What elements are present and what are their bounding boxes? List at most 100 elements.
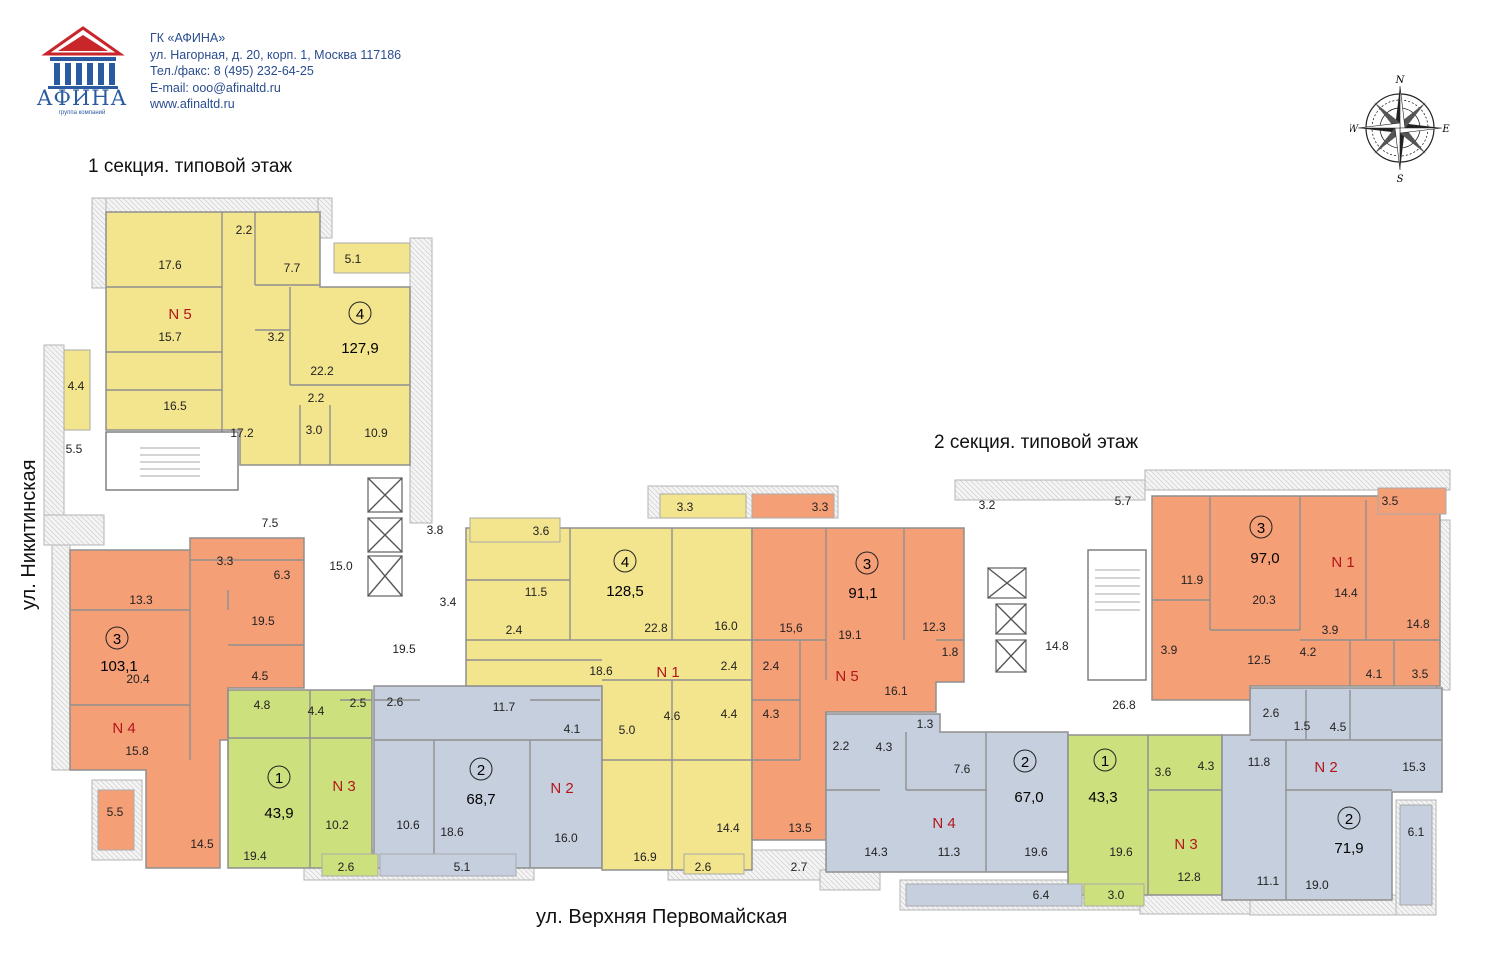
section1-title: 1 секция. типовой этаж bbox=[88, 156, 293, 177]
svg-text:19.1: 19.1 bbox=[838, 628, 862, 642]
svg-text:14.5: 14.5 bbox=[190, 837, 214, 851]
svg-text:127,9: 127,9 bbox=[341, 340, 379, 357]
svg-text:2.2: 2.2 bbox=[236, 223, 253, 237]
svg-text:19.6: 19.6 bbox=[1024, 845, 1048, 859]
svg-text:3.2: 3.2 bbox=[979, 498, 996, 512]
svg-text:10.9: 10.9 bbox=[364, 426, 388, 440]
apt-label-s2-n5: 3 91,1 N 5 bbox=[835, 551, 879, 685]
svg-text:12.5: 12.5 bbox=[1247, 653, 1271, 667]
svg-text:4.3: 4.3 bbox=[876, 740, 893, 754]
svg-text:5.5: 5.5 bbox=[66, 442, 83, 456]
svg-text:3.0: 3.0 bbox=[1108, 888, 1125, 902]
svg-text:5.1: 5.1 bbox=[345, 252, 362, 266]
svg-text:5.7: 5.7 bbox=[1115, 494, 1132, 508]
svg-text:3.9: 3.9 bbox=[1161, 643, 1178, 657]
svg-text:14.4: 14.4 bbox=[716, 821, 740, 835]
logo-wordmark: АФИНА bbox=[36, 86, 128, 110]
svg-text:2: 2 bbox=[1021, 754, 1029, 771]
svg-text:2: 2 bbox=[477, 762, 485, 779]
svg-text:11.3: 11.3 bbox=[938, 845, 961, 859]
svg-text:N 4: N 4 bbox=[112, 720, 135, 737]
compass-north: N bbox=[1395, 75, 1406, 86]
apt-s2-n5 bbox=[751, 527, 965, 841]
svg-text:4.4: 4.4 bbox=[308, 704, 325, 718]
svg-text:1.3: 1.3 bbox=[917, 717, 934, 731]
svg-text:3.6: 3.6 bbox=[533, 524, 550, 538]
svg-text:6.1: 6.1 bbox=[1408, 825, 1425, 839]
apt-label-s2-n1: 3 97,0 N 1 bbox=[1249, 515, 1355, 571]
svg-text:2.6: 2.6 bbox=[338, 860, 355, 874]
svg-text:N 5: N 5 bbox=[835, 668, 858, 685]
building-core bbox=[105, 431, 1147, 681]
svg-text:1: 1 bbox=[275, 770, 283, 787]
section2-title: 2 секция. типовой этаж bbox=[934, 432, 1139, 453]
company-phone: Тел./факс: 8 (495) 232-64-25 bbox=[150, 64, 314, 78]
svg-text:17.6: 17.6 bbox=[158, 258, 182, 272]
svg-text:3: 3 bbox=[863, 556, 871, 573]
svg-text:12.3: 12.3 bbox=[922, 620, 946, 634]
svg-text:4.3: 4.3 bbox=[1198, 759, 1215, 773]
svg-text:43,3: 43,3 bbox=[1088, 789, 1117, 806]
compass-rose-icon: N S E W bbox=[1350, 75, 1450, 184]
svg-text:71,9: 71,9 bbox=[1334, 840, 1363, 857]
street-bottom-label: ул. Верхняя Первомайская bbox=[536, 906, 788, 928]
apt-label-s1-n5: 4 127,9 N 5 bbox=[168, 301, 379, 357]
svg-text:10.6: 10.6 bbox=[396, 818, 420, 832]
svg-text:14.3: 14.3 bbox=[864, 845, 888, 859]
apt-label-s2-n2: 2 71,9 N 2 bbox=[1314, 759, 1363, 857]
company-email[interactable]: E-mail: ooo@afinaltd.ru bbox=[150, 80, 281, 95]
stairwell-s1 bbox=[105, 431, 239, 491]
compass-west: W bbox=[1350, 124, 1359, 135]
svg-text:10.2: 10.2 bbox=[325, 818, 349, 832]
svg-text:6.3: 6.3 bbox=[274, 568, 291, 582]
svg-text:16.0: 16.0 bbox=[714, 619, 738, 633]
svg-text:19.0: 19.0 bbox=[1305, 878, 1329, 892]
svg-text:2.6: 2.6 bbox=[1263, 706, 1280, 720]
svg-text:4: 4 bbox=[356, 306, 364, 323]
company-logo bbox=[41, 26, 125, 89]
svg-text:5.5: 5.5 bbox=[107, 805, 124, 819]
compass-south: S bbox=[1397, 174, 1404, 184]
svg-text:7.6: 7.6 bbox=[954, 762, 971, 776]
svg-text:15.0: 15.0 bbox=[329, 559, 353, 573]
svg-text:11.8: 11.8 bbox=[1248, 755, 1271, 769]
apt-s2-n2 bbox=[1221, 687, 1443, 901]
svg-text:7.7: 7.7 bbox=[284, 261, 301, 275]
svg-text:N 2: N 2 bbox=[550, 780, 573, 797]
apt-s2-n4 bbox=[825, 713, 1069, 873]
svg-text:11.1: 11.1 bbox=[1257, 874, 1280, 888]
svg-text:19.4: 19.4 bbox=[243, 849, 267, 863]
svg-text:2.2: 2.2 bbox=[308, 391, 325, 405]
svg-text:2.5: 2.5 bbox=[350, 696, 367, 710]
svg-text:128,5: 128,5 bbox=[606, 583, 644, 600]
company-website[interactable]: www.afinaltd.ru bbox=[150, 97, 235, 111]
svg-text:3: 3 bbox=[1257, 520, 1265, 537]
svg-text:4.1: 4.1 bbox=[1366, 667, 1383, 681]
balconies bbox=[63, 242, 1447, 907]
svg-text:15,6: 15,6 bbox=[779, 621, 803, 635]
svg-text:22.8: 22.8 bbox=[644, 621, 668, 635]
svg-text:N 1: N 1 bbox=[656, 664, 679, 681]
svg-text:3.5: 3.5 bbox=[1382, 494, 1399, 508]
svg-text:15.7: 15.7 bbox=[158, 330, 182, 344]
svg-text:4.2: 4.2 bbox=[1300, 645, 1317, 659]
svg-text:3.6: 3.6 bbox=[1155, 765, 1172, 779]
svg-text:4.3: 4.3 bbox=[763, 707, 780, 721]
svg-text:2.7: 2.7 bbox=[791, 860, 808, 874]
svg-text:N 3: N 3 bbox=[332, 778, 355, 795]
svg-text:97,0: 97,0 bbox=[1250, 550, 1279, 567]
svg-text:4.6: 4.6 bbox=[664, 709, 681, 723]
svg-text:3: 3 bbox=[113, 631, 121, 648]
svg-text:22.2: 22.2 bbox=[310, 364, 334, 378]
apartment-areas bbox=[69, 211, 1443, 901]
svg-text:2.2: 2.2 bbox=[833, 739, 850, 753]
svg-text:16.1: 16.1 bbox=[884, 684, 908, 698]
compass-east: E bbox=[1441, 124, 1450, 135]
svg-text:103,1: 103,1 bbox=[100, 658, 138, 675]
svg-text:13.5: 13.5 bbox=[788, 821, 812, 835]
stairwell-s2 bbox=[1087, 549, 1147, 681]
svg-text:6.4: 6.4 bbox=[1033, 888, 1050, 902]
svg-text:18.6: 18.6 bbox=[589, 664, 613, 678]
svg-text:12.8: 12.8 bbox=[1177, 870, 1201, 884]
